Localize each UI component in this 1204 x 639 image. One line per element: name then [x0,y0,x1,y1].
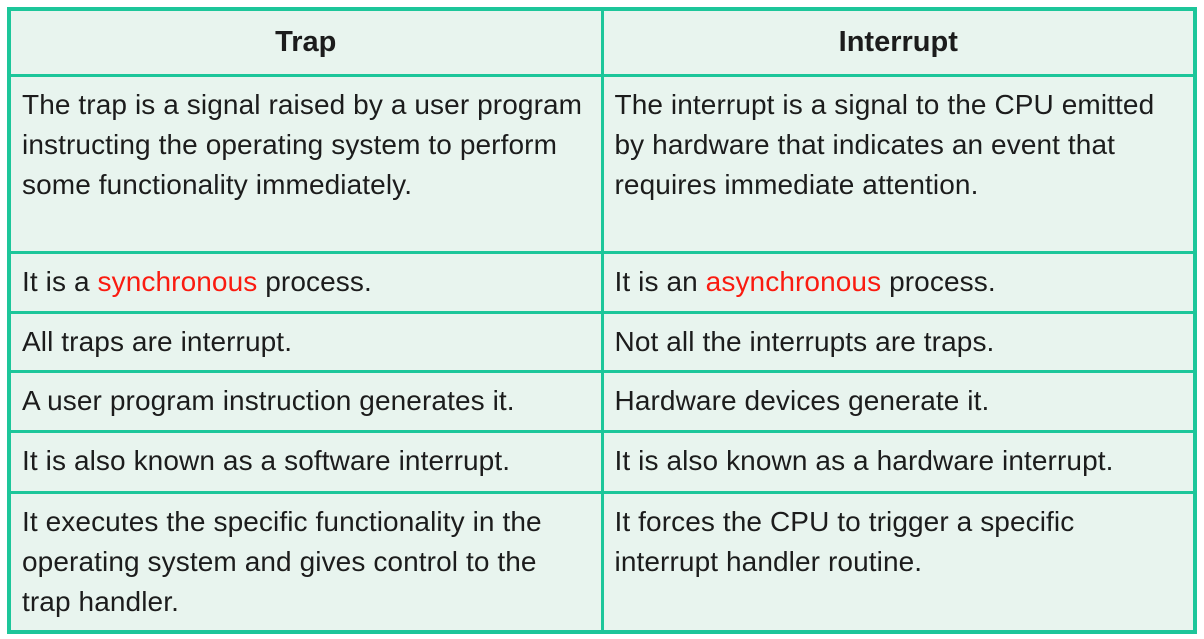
cell-text: A user program instruction generates it. [22,384,515,416]
cell-text: Hardware devices generate it. [614,384,990,416]
cell-text: It is a [22,265,98,297]
table-cell-trap: All traps are interrupt. [7,310,604,373]
table-row: All traps are interrupt. Not all the inte… [7,310,1197,373]
trap-vs-interrupt-table: Trap Interrupt The trap is a signal rais… [7,7,1197,634]
cell-text: process. [257,265,372,297]
cell-text: It executes the specific functionality i… [22,505,542,617]
table-header: Trap Interrupt [7,7,1197,77]
cell-text: The trap is a signal raised by a user pr… [22,88,583,200]
table-row: A user program instruction generates it.… [7,369,1197,433]
cell-text: It is also known as a software interrupt… [22,444,511,476]
cell-text: process. [881,265,996,297]
table-cell-interrupt: It is an asynchronous process. [600,250,1197,314]
table-cell-trap: It is a synchronous process. [7,250,604,314]
table-row: It executes the specific functionality i… [7,490,1197,633]
table-cell-interrupt: Not all the interrupts are traps. [600,310,1197,373]
column-header-interrupt: Interrupt [600,7,1197,77]
header-row: Trap Interrupt [7,7,1197,77]
table-cell-trap: A user program instruction generates it. [7,369,604,433]
column-header-trap: Trap [7,7,604,77]
cell-text: The interrupt is a signal to the CPU emi… [614,88,1155,200]
table-cell-interrupt: It is also known as a hardware interrupt… [600,429,1197,494]
table-row: The trap is a signal raised by a user pr… [7,73,1197,254]
highlighted-term: asynchronous [705,265,882,297]
table-cell-trap: It is also known as a software interrupt… [7,429,604,494]
cell-text: It forces the CPU to trigger a specific … [614,505,1075,577]
table-cell-interrupt: It forces the CPU to trigger a specific … [600,490,1197,633]
table-cell-interrupt: Hardware devices generate it. [600,369,1197,433]
cell-text: All traps are interrupt. [22,325,293,357]
table-row: It is a synchronous process.It is an asy… [7,250,1197,314]
table-cell-trap: It executes the specific functionality i… [7,490,604,633]
cell-text: It is an [614,265,706,297]
table-cell-trap: The trap is a signal raised by a user pr… [7,73,604,254]
highlighted-term: synchronous [97,265,258,297]
cell-text: It is also known as a hardware interrupt… [614,444,1114,476]
table-cell-interrupt: The interrupt is a signal to the CPU emi… [600,73,1197,254]
comparison-table-body: The trap is a signal raised by a user pr… [7,73,1197,633]
cell-text: Not all the interrupts are traps. [614,325,995,357]
table-row: It is also known as a software interrupt… [7,429,1197,494]
